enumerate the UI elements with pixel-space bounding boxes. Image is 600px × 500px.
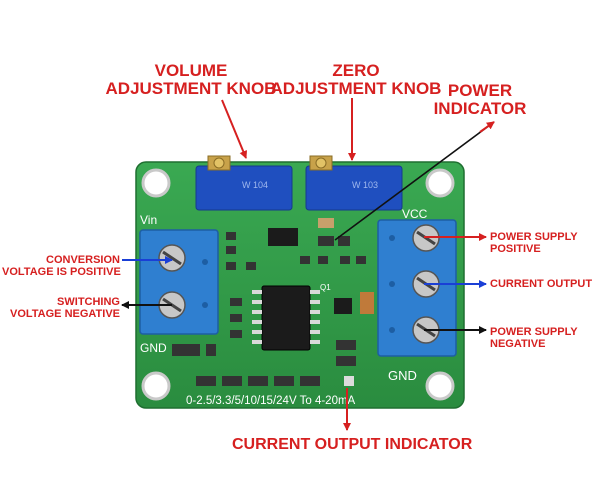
- label-zero-line2: ADJUSTMENT KNOB: [270, 78, 442, 98]
- mount-hole-bottom-left: [141, 371, 171, 401]
- label-conversion-line2: VOLTAGE IS POSITIVE: [2, 265, 121, 278]
- label-zero-line1: ZERO: [332, 61, 380, 80]
- label-current-output: CURRENT OUTPUT: [490, 278, 593, 290]
- label-psp-line2: POSITIVE: [490, 242, 541, 255]
- label-zero-knob: ZERO ADJUSTMENT KNOB: [266, 62, 446, 98]
- ic-chip: [252, 285, 320, 351]
- arrow-power-indicator-head: [479, 121, 495, 133]
- label-psp-line1: POWER SUPPLY: [490, 231, 578, 243]
- label-switching-negative: SWITCHING VOLTAGE NEGATIVE: [2, 296, 120, 320]
- vcc-label: VCC: [402, 207, 428, 221]
- range-text: 0-2.5/3.3/5/10/15/24V To 4-20mA: [186, 395, 356, 407]
- label-switching-line2: VOLTAGE NEGATIVE: [9, 307, 120, 320]
- mount-hole-top-left: [141, 168, 171, 198]
- label-volume-line1: VOLUME: [154, 61, 228, 80]
- label-psn-line1: POWER SUPPLY: [490, 326, 578, 338]
- label-power-supply-positive: POWER SUPPLY POSITIVE: [490, 231, 578, 255]
- arrow-volume-knob: [221, 99, 248, 159]
- pcb-board: Vin VCC GND GND 0-2.5/3.3/5/10/15/24V To…: [135, 155, 465, 409]
- terminal-block-left: [139, 229, 219, 335]
- mount-hole-top-right: [425, 168, 455, 198]
- gnd-right-label: GND: [388, 368, 417, 383]
- pot-left: W 104: [195, 155, 293, 211]
- pot-left-text: W 104: [242, 180, 268, 190]
- terminal-block-right: [377, 219, 457, 357]
- label-conversion-positive: CONVERSION VOLTAGE IS POSITIVE: [2, 254, 121, 278]
- pot-right-text: W 103: [352, 180, 378, 190]
- callout-arrows: [121, 98, 495, 431]
- label-power-indicator: POWER INDICATOR: [420, 82, 540, 118]
- smd-components: [172, 218, 374, 386]
- label-current-output-indicator: CURRENT OUTPUT INDICATOR: [232, 436, 473, 453]
- label-power-line2: INDICATOR: [433, 98, 527, 118]
- label-psn-line2: NEGATIVE: [490, 337, 546, 350]
- label-conversion-line1: CONVERSION: [46, 254, 120, 266]
- label-power-supply-negative: POWER SUPPLY NEGATIVE: [490, 326, 578, 350]
- gnd-left-label: GND: [140, 341, 167, 355]
- label-volume-knob: VOLUME ADJUSTMENT KNOB: [86, 62, 296, 98]
- q1-label: Q1: [320, 283, 331, 292]
- arrow-power-indicator-line: [334, 121, 495, 241]
- label-power-line1: POWER: [447, 81, 513, 100]
- label-volume-line2: ADJUSTMENT KNOB: [105, 78, 277, 98]
- mount-hole-bottom-right: [425, 371, 455, 401]
- pot-right: W 103: [305, 155, 403, 211]
- label-switching-line1: SWITCHING: [57, 296, 120, 308]
- vin-label: Vin: [140, 213, 157, 227]
